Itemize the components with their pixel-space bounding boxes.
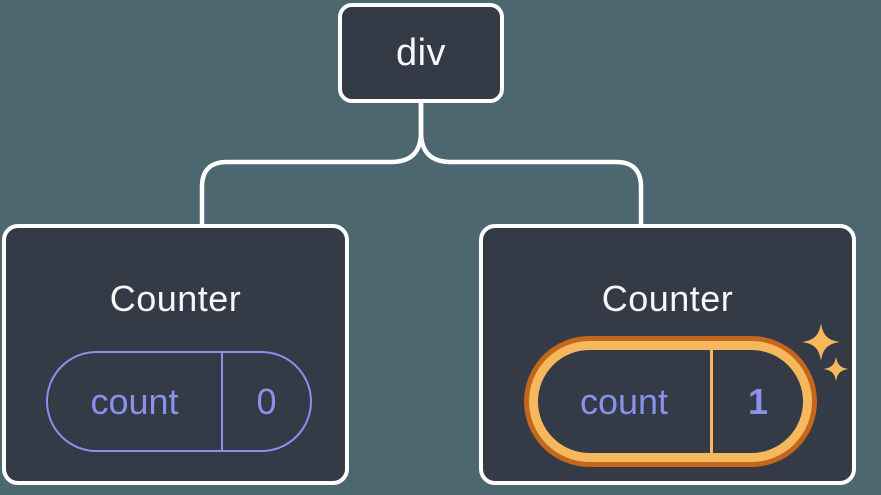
counter-card-right: Counter count 1 — [479, 224, 856, 485]
sparkle-large — [802, 323, 840, 361]
state-key: count — [579, 380, 669, 422]
connector-left-branch — [199, 98, 424, 227]
connector-right-branch — [418, 98, 644, 227]
sparkles-icon — [802, 323, 849, 382]
component-title: Counter — [601, 278, 734, 319]
component-title: Counter — [109, 278, 242, 319]
state-pill-highlighted: count 1 — [529, 341, 812, 462]
state-key: count — [90, 380, 179, 422]
root-node-label: div — [395, 31, 447, 74]
sparkle-small — [823, 356, 849, 382]
tree-root-node: div — [338, 3, 504, 103]
pill-divider — [221, 353, 223, 450]
pill-divider — [710, 350, 713, 453]
state-value: 0 — [256, 380, 277, 422]
state-value: 1 — [747, 380, 769, 422]
counter-card-left: Counter count 0 — [2, 224, 349, 485]
state-pill: count 0 — [46, 351, 312, 452]
